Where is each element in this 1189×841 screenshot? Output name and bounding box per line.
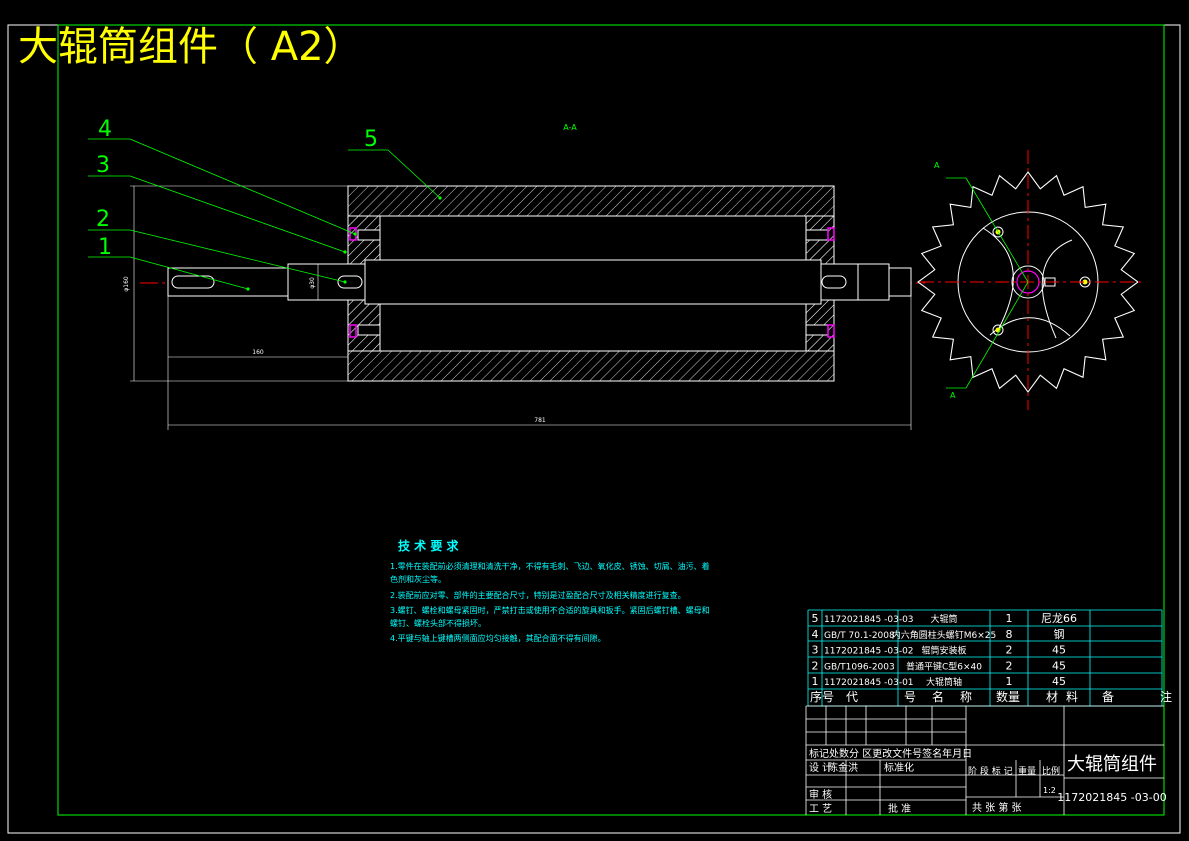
shaft-center [364, 259, 822, 305]
screw-icon [992, 226, 1004, 238]
key-slot [171, 275, 215, 289]
bom-cell-material: 45 [1052, 659, 1066, 672]
dimension-diameter: φ160 [123, 276, 130, 292]
bolt-hole [357, 229, 381, 241]
dimension-length-total: 781 [534, 417, 546, 424]
note-line: 螺钉、螺栓头部不得损坏。 [390, 618, 486, 628]
bom-cell-code: GB/T1096-2003 [824, 662, 895, 672]
title-block-process-label: 工 艺 [809, 803, 832, 815]
bom-cell-code: 1172021845 -03-03 [824, 615, 914, 625]
title-block-sheets: 共 张 第 张 [972, 801, 1022, 814]
title-block-scale-value: 1:2 [1043, 786, 1056, 795]
outer-border [7, 24, 1181, 834]
bom-header-cell: 序号 [810, 689, 834, 704]
bom-cell-no: 2 [812, 659, 819, 672]
title-block-drawing-code: 1172021845 -03-00 [1057, 791, 1166, 804]
bom-header-cell: 号 [904, 690, 916, 704]
callout-1: 1 [98, 235, 112, 260]
bom-table: 5 1172021845 -03-03 大辊筒 1 尼龙66 4 GB/T 70.1-200… [807, 609, 1172, 707]
bom-header-cell: 料 [1066, 690, 1078, 704]
bom-cell-name: 内六角圆柱头螺钉M6×25 [892, 629, 997, 641]
dimension-shaft: φ30 [309, 277, 316, 289]
title-block-designer: 陈金洪 [828, 761, 858, 774]
bom-header-cell: 备 [1102, 690, 1114, 704]
screw-icon [992, 324, 1004, 336]
bom-cell-name: 普通平键C型6×40 [906, 660, 982, 672]
note-line: 色剂和灰尘等。 [390, 574, 446, 584]
title-block-scale-label: 比例 [1042, 765, 1060, 777]
callout-2: 2 [96, 207, 110, 232]
title-block-drawing-name: 大辊筒组件 [1067, 754, 1157, 775]
callout-3: 3 [96, 153, 110, 178]
bolt-hole [805, 324, 829, 336]
bom-header-cell: 称 [960, 690, 972, 704]
title-block-stage-label: 阶 段 标 记 [968, 765, 1013, 777]
section-mark-bottom: A [950, 391, 956, 400]
callout-4: 4 [98, 117, 112, 142]
drawing-title: 大辊筒组件（ A2） [18, 24, 364, 70]
key-slot [821, 275, 847, 289]
main-view: φ160 φ30 160 781 4 3 2 1 5 A-A [88, 117, 925, 430]
dimension-length-short: 160 [252, 349, 264, 356]
bom-cell-material: 尼龙66 [1041, 612, 1077, 625]
note-line: 3.螺钉、螺栓和螺母紧固时，严禁打击或使用不合适的旋具和扳手。紧固后螺钉槽、螺母… [390, 605, 710, 615]
title-block-review-label: 审 核 [809, 788, 832, 801]
note-line: 4.平键与轴上键槽两侧面应均匀接触，其配合面不得有间隙。 [390, 633, 606, 643]
bolt-hole [805, 229, 829, 241]
section-label: A-A [563, 123, 577, 132]
key-slot [337, 275, 363, 289]
bom-header-cell: 数量 [996, 689, 1020, 704]
note-line: 2.装配前应对零、部件的主要配合尺寸，特别是过盈配合尺寸及相关精度进行复查。 [390, 590, 686, 600]
technical-notes: 技 术 要 求 1.零件在装配前必须清理和清洗干净，不得有毛刺、飞边、氧化皮、锈… [390, 538, 710, 643]
bom-cell-no: 3 [812, 644, 819, 657]
bom-cell-material: 钢 [1054, 628, 1065, 641]
notes-heading: 技 术 要 求 [398, 538, 460, 553]
bom-cell-name: 大辊筒轴 [926, 676, 962, 688]
title-block: 标记处数分 区更改文件号签名年月日 设 计 陈金洪 标准化 阶 段 标 记 重量… [805, 705, 1167, 815]
bom-cell-qty: 1 [1006, 612, 1013, 625]
title-block-weight-label: 重量 [1018, 765, 1036, 777]
bom-cell-no: 5 [812, 612, 819, 625]
bom-cell-qty: 2 [1006, 644, 1013, 657]
bom-cell-name: 大辊筒 [930, 613, 957, 625]
bom-cell-qty: 8 [1006, 628, 1013, 641]
bom-header-cell: 材 [1046, 690, 1058, 704]
shaft-step-right [820, 263, 890, 301]
bom-header-cell: 注 [1160, 689, 1172, 704]
drawing-frame [57, 24, 1165, 816]
bom-cell-no: 4 [812, 628, 819, 641]
bom-cell-material: 45 [1052, 644, 1066, 657]
bom-cell-code: 1172021845 -03-01 [824, 678, 914, 688]
bom-cell-material: 45 [1052, 675, 1066, 688]
bolt-hole [357, 324, 381, 336]
title-block-marks-row: 标记处数分 区更改文件号签名年月日 [809, 747, 972, 760]
gear-outline [917, 171, 1139, 393]
bom-cell-code: GB/T 70.1-2008 [824, 631, 895, 641]
callout-5: 5 [364, 127, 378, 152]
section-mark-top: A [934, 161, 940, 170]
bom-cell-qty: 2 [1006, 659, 1013, 672]
bom-header-cell: 代 [846, 690, 858, 704]
bom-header-cell: 名 [932, 689, 944, 704]
shaft-end-right [888, 267, 912, 297]
title-block-standard-label: 标准化 [884, 761, 914, 774]
screw-icon [827, 227, 835, 241]
screw-icon [827, 324, 835, 338]
section-view: A A [917, 150, 1145, 410]
title-block-design-label: 设 计 [809, 761, 832, 774]
shaft-step-left [287, 263, 366, 301]
hub-outer [1011, 265, 1045, 299]
bom-cell-code: 1172021845 -03-02 [824, 647, 914, 657]
note-line: 1.零件在装配前必须清理和清洗干净，不得有毛刺、飞边、氧化皮、锈蚀、切屑、油污、… [390, 561, 710, 571]
bom-cell-qty: 1 [1006, 675, 1013, 688]
bom-cell-name: 辊筒安装板 [921, 645, 966, 657]
title-block-approve-label: 批 准 [888, 802, 911, 815]
bom-cell-no: 1 [812, 675, 819, 688]
screw-icon [349, 324, 357, 338]
